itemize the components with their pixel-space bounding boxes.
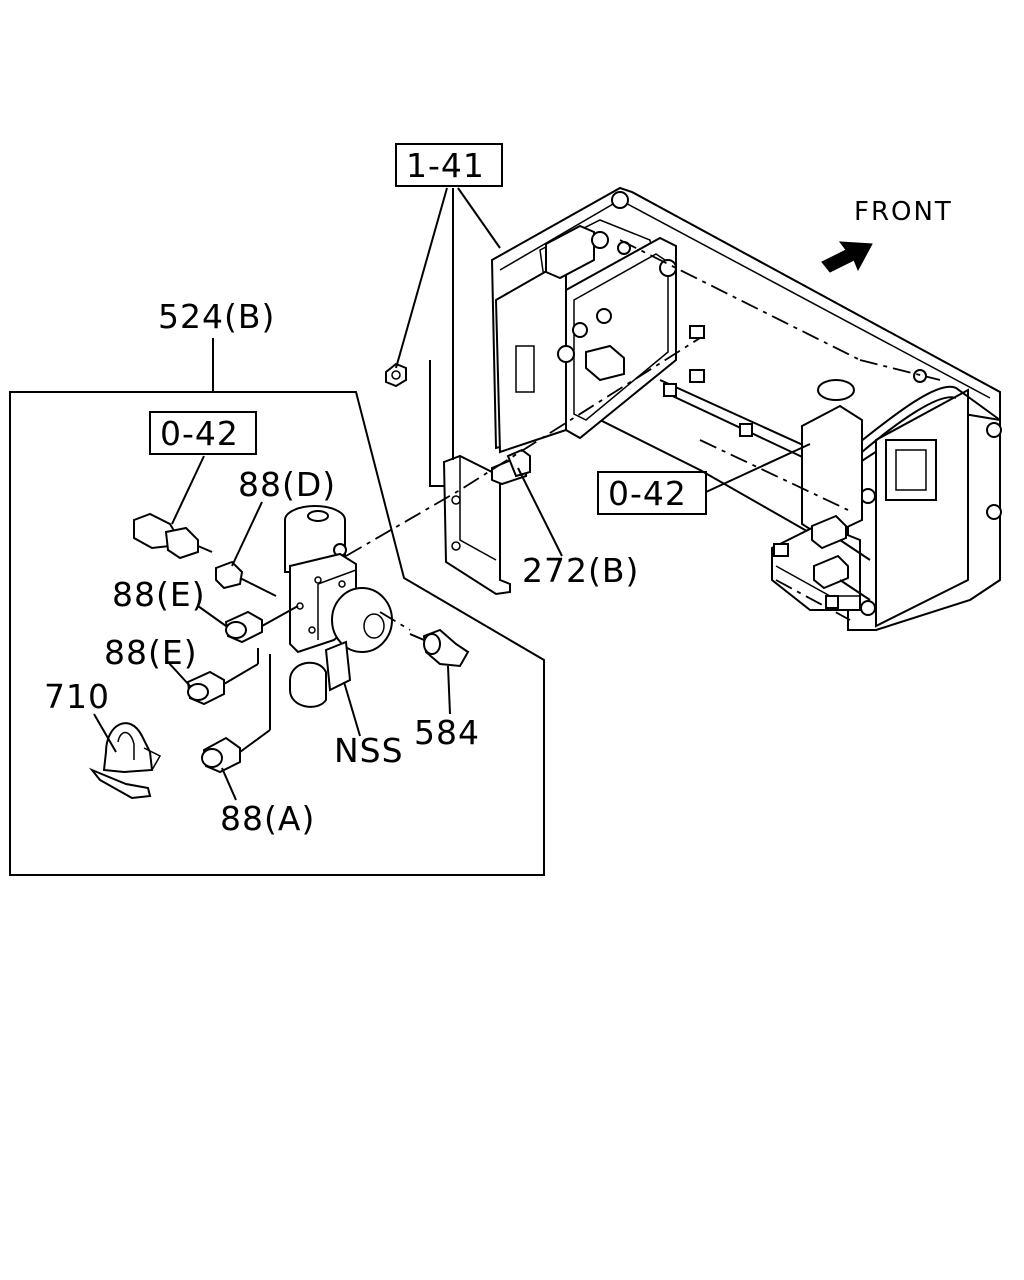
label-ref-1-41: 1-41: [406, 146, 485, 185]
leader-0-42-left: [171, 455, 205, 525]
fitting-88e-top-icon: [224, 605, 299, 644]
leader-88a: [221, 767, 237, 801]
leader-88e-top: [197, 605, 227, 627]
label-part-524b: 524(B): [158, 297, 275, 336]
leader-1-41-c: [457, 187, 501, 249]
label-part-584: 584: [414, 713, 480, 752]
ref-box-1-41: [395, 143, 503, 187]
inset-frame: [9, 391, 545, 876]
sensor-584-icon: [379, 611, 470, 668]
leader-88d: [231, 501, 263, 567]
leader-nss: [343, 681, 361, 737]
label-ref-0-42-right: 0-42: [608, 474, 687, 513]
connector-0-42-icon: [133, 512, 213, 560]
fitting-88e-bottom-icon: [186, 648, 259, 706]
label-part-nss: NSS: [334, 731, 404, 770]
ref-box-0-42-right: [597, 471, 707, 515]
front-arrow-icon: [821, 241, 873, 273]
leader-272b: [517, 467, 563, 557]
main-frame-assembly: [490, 186, 1002, 631]
ref-box-0-42-left: [149, 411, 257, 455]
leader-0-42-right: [705, 443, 811, 493]
clip-710-icon: [88, 722, 162, 800]
label-front: FRONT: [854, 197, 953, 227]
label-part-710: 710: [44, 677, 110, 716]
label-part-88a: 88(A): [220, 799, 315, 838]
valve-assembly: [215, 505, 393, 708]
leader-1-41-a: [395, 187, 448, 369]
nut-icon: [385, 362, 407, 388]
leader-710: [93, 713, 117, 753]
mounting-bracket: [429, 360, 511, 596]
fitting-88a-icon: [201, 654, 271, 774]
label-ref-0-42-left: 0-42: [160, 414, 239, 453]
label-part-272b: 272(B): [522, 551, 639, 590]
leader-584: [447, 665, 451, 715]
label-part-88d: 88(D): [238, 465, 336, 504]
label-part-88e-bottom: 88(E): [104, 633, 198, 672]
label-part-88e-top: 88(E): [112, 575, 206, 614]
leader-88e-bottom: [167, 661, 191, 687]
alignment-line: [345, 337, 701, 557]
